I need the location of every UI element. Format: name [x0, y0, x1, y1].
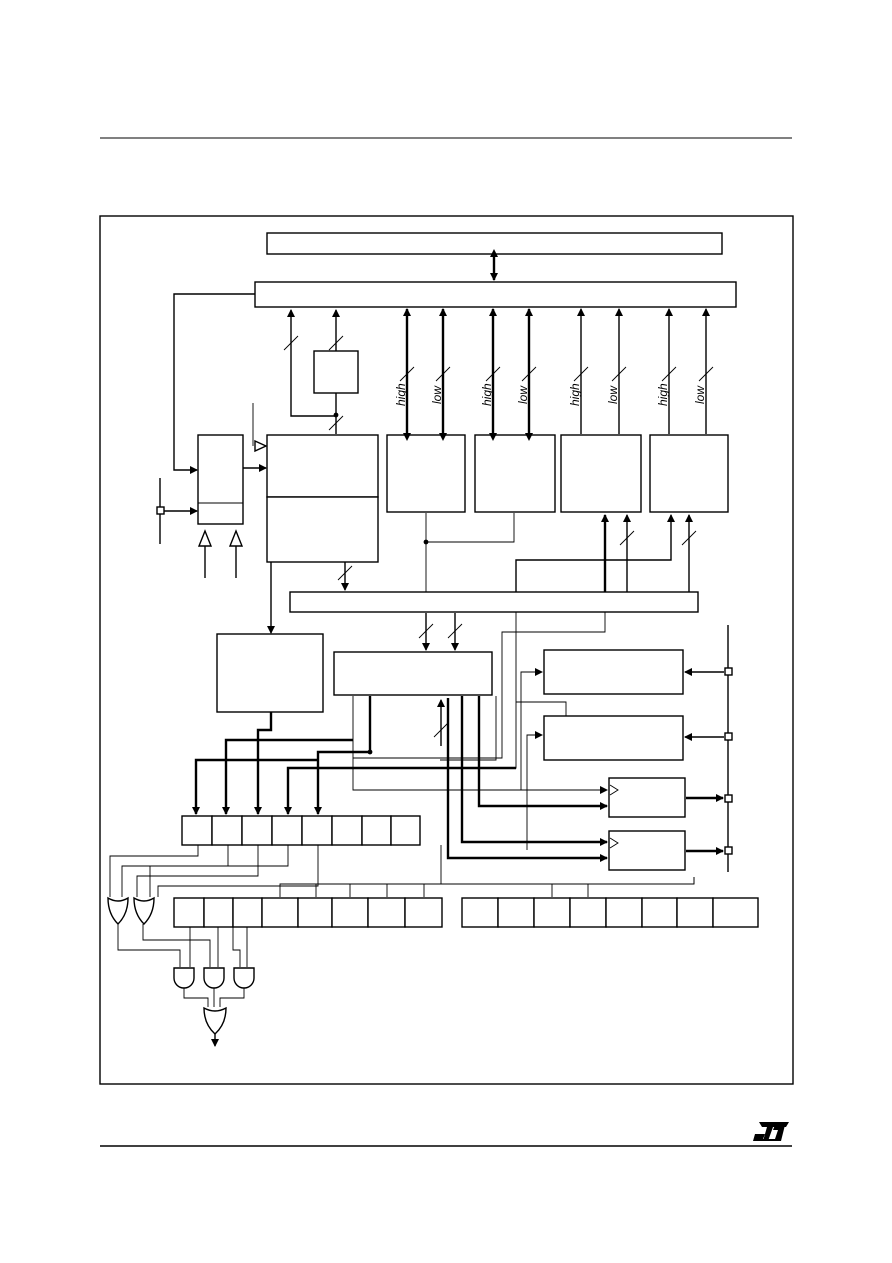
control-input-b-arrow — [228, 529, 244, 547]
ff1-clock — [609, 784, 619, 796]
bus2-high-label: high — [480, 383, 494, 406]
edge-detect-block-2 — [543, 715, 684, 761]
counter-junction — [333, 412, 339, 418]
status-register — [181, 815, 421, 846]
bus4-high-label: high — [656, 383, 670, 406]
and-gate-3 — [233, 967, 255, 989]
register-block-2 — [474, 434, 556, 513]
ff2-clock — [609, 837, 619, 849]
control-register-links — [279, 845, 695, 897]
edge-to-edge2 — [526, 731, 543, 850]
capture-to-reg4 — [515, 514, 675, 592]
compare-out-a — [352, 696, 608, 794]
control-register-1 — [173, 897, 443, 928]
pin-1 — [724, 667, 733, 676]
pin-3 — [724, 794, 733, 803]
bus3-high-label: high — [568, 383, 582, 406]
compare-block — [333, 651, 493, 696]
compare-fb-slash — [433, 722, 449, 738]
top-bus-bar — [266, 232, 723, 255]
control-register-2 — [461, 897, 759, 928]
output-flipflop-2 — [608, 830, 686, 871]
counter-bus-a-slash — [283, 335, 299, 351]
compare-out-e — [446, 698, 608, 862]
flag-line-1 — [222, 738, 353, 815]
bus4-low-label: low — [693, 385, 707, 404]
register-block-1 — [386, 434, 466, 513]
register-block-3 — [560, 434, 642, 513]
compare-out-c — [477, 696, 608, 810]
reg4-slash — [681, 530, 697, 546]
compare-to-flag-line — [440, 696, 497, 761]
compare-slash-b — [447, 623, 463, 639]
edge-detect-block-1 — [543, 649, 684, 695]
edge2-flag — [516, 701, 567, 716]
bus3-low-label: low — [606, 385, 620, 404]
ext-clock-pin — [156, 506, 165, 515]
edge-to-edge1 — [520, 668, 543, 790]
edge-lines — [353, 612, 606, 759]
counter-block-lower — [266, 496, 379, 563]
pin-4 — [724, 846, 733, 855]
compare-out-d — [460, 696, 608, 846]
and-gate-1 — [173, 967, 195, 989]
counter-block-upper — [266, 434, 379, 498]
and-gate-2 — [203, 967, 225, 989]
counter-clock-arrow — [254, 439, 268, 453]
bus-slashes — [399, 366, 714, 382]
register-block-4 — [649, 434, 729, 513]
flag-line-2 — [314, 750, 370, 815]
flag-line-5 — [254, 712, 273, 815]
bus1-low-label: low — [430, 385, 444, 404]
compare-bus-bar — [289, 591, 699, 613]
flag-line-3 — [192, 758, 318, 815]
bus1-high-label: high — [394, 383, 408, 406]
or-gate-final — [203, 1006, 227, 1035]
internal-bus-bar — [254, 281, 737, 308]
output-flipflop-1 — [608, 777, 686, 818]
compare-slash-a — [418, 623, 434, 639]
interrupt-wiring — [109, 845, 319, 1007]
control-block — [197, 434, 244, 525]
control-input-a-arrow — [197, 529, 213, 547]
prescaler-block — [313, 350, 359, 394]
figure-frame — [99, 215, 794, 1085]
flag-line-4 — [284, 766, 516, 815]
st-logo — [753, 1122, 789, 1141]
or-gate-1 — [107, 896, 129, 925]
reg3-slash — [619, 530, 635, 546]
counter-mid-slash — [337, 565, 353, 581]
counter-to-bus-a — [287, 309, 336, 417]
bus2-low-label: low — [516, 385, 530, 404]
pin-2 — [724, 732, 733, 741]
control-feedback-line — [173, 293, 255, 474]
counter-bus-b-slash — [328, 335, 344, 351]
reg1-reg2-join — [425, 513, 515, 543]
or-gate-2 — [133, 896, 155, 925]
output-logic-block — [216, 633, 324, 713]
counter-slash-c — [328, 415, 344, 431]
